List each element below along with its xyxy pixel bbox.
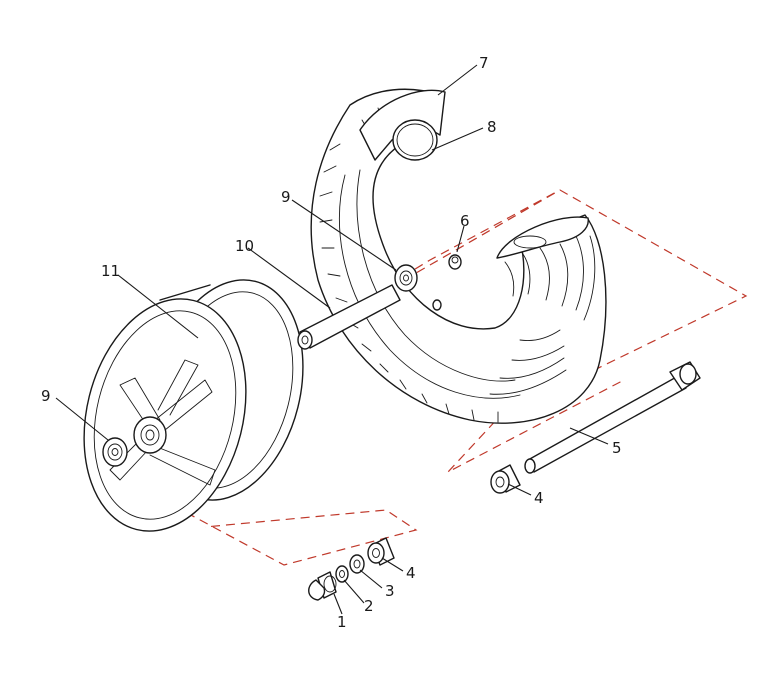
- callout-5: 5: [612, 439, 622, 457]
- axle-tube: [297, 284, 401, 350]
- wheel-rim: [83, 279, 304, 532]
- callout-10: 10: [235, 237, 254, 255]
- tire: [310, 88, 607, 424]
- spacer-right: [490, 464, 521, 494]
- callout-3: 3: [385, 582, 395, 600]
- callout-2: 2: [364, 597, 374, 615]
- bearing-upper: [394, 264, 418, 292]
- callout-9-upper: 9: [281, 188, 291, 206]
- callout-6: 6: [460, 212, 470, 230]
- hardware-stack: [308, 537, 395, 601]
- axle-bolt: [524, 361, 701, 474]
- callout-labels: 7 8 9 6 10 11 9 5 4 4 3 2 1: [41, 54, 622, 631]
- bearing-left: [102, 437, 128, 467]
- callout-4-lower: 4: [406, 564, 416, 582]
- valve: [432, 254, 462, 311]
- callout-11: 11: [101, 262, 120, 280]
- callout-8: 8: [487, 118, 497, 136]
- callout-1: 1: [337, 613, 347, 631]
- callout-7: 7: [479, 54, 489, 72]
- callout-9-left: 9: [41, 387, 51, 405]
- leader-lines: [55, 64, 609, 615]
- callout-4-right: 4: [534, 489, 544, 507]
